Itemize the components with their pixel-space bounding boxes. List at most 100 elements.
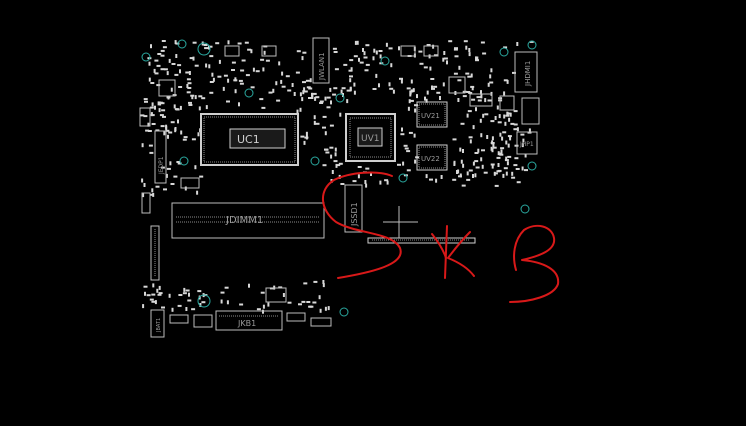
edp-connector-jedp1[interactable]: JEDP1 bbox=[154, 130, 167, 184]
cpu-uc1[interactable]: UC1 bbox=[200, 113, 299, 166]
smd-pad bbox=[468, 48, 471, 52]
dimm-slot-jdimm1[interactable]: JDIMM1 bbox=[171, 202, 325, 239]
smd-pad bbox=[157, 53, 162, 55]
smd-pad bbox=[196, 190, 199, 195]
vram-uv22[interactable]: UV22 bbox=[416, 144, 448, 171]
smd-pad bbox=[165, 129, 170, 132]
smd-pad bbox=[493, 171, 496, 176]
smd-pad bbox=[408, 131, 413, 134]
smd-pad bbox=[513, 110, 518, 113]
smd-pad bbox=[358, 57, 360, 62]
smd-pad bbox=[452, 138, 457, 141]
smd-pad bbox=[353, 90, 356, 95]
smd-pad bbox=[375, 50, 378, 55]
wlan-connector-jwlan1[interactable]: JWLAN1 bbox=[312, 37, 330, 84]
keyboard-connector-jkb1[interactable]: JKB1 bbox=[215, 310, 283, 331]
smd-pad bbox=[459, 147, 462, 152]
smd-pad bbox=[278, 286, 283, 289]
smd-pad bbox=[260, 291, 265, 294]
smd-pad bbox=[199, 303, 202, 307]
smd-pad bbox=[301, 97, 304, 102]
smd-pad bbox=[372, 56, 375, 61]
smd-pad bbox=[409, 90, 412, 95]
smd-pad bbox=[443, 57, 448, 60]
smd-pad bbox=[231, 69, 235, 71]
left-edge-connector[interactable] bbox=[141, 192, 160, 281]
smd-pad bbox=[498, 152, 503, 155]
smd-pad bbox=[365, 167, 370, 170]
smd-pad bbox=[433, 85, 438, 88]
smd-pad bbox=[346, 89, 351, 92]
smd-pad bbox=[272, 88, 275, 93]
via-marker bbox=[141, 52, 151, 62]
smd-pad bbox=[349, 75, 353, 78]
smd-pad bbox=[466, 113, 469, 118]
smd-pad bbox=[151, 293, 156, 296]
smd-pad bbox=[457, 98, 460, 102]
smd-pad bbox=[496, 170, 501, 173]
smd-pad bbox=[287, 89, 292, 92]
smd-pad bbox=[469, 139, 472, 144]
smd-pad bbox=[515, 168, 520, 170]
headphone-jack-jhp1[interactable]: JHP1 bbox=[516, 131, 538, 155]
hdmi-connector-jhdmi1[interactable]: JHDMI1 bbox=[514, 51, 540, 125]
smd-pad bbox=[521, 143, 524, 148]
smd-pad bbox=[162, 115, 166, 118]
smd-pad bbox=[529, 40, 534, 43]
smd-pad bbox=[301, 300, 306, 303]
vram-uv21[interactable]: UV21 bbox=[416, 101, 448, 128]
smd-pad bbox=[489, 74, 492, 79]
smd-pad bbox=[168, 58, 171, 63]
smd-pad bbox=[461, 184, 466, 187]
smd-pad bbox=[142, 304, 145, 309]
smd-pad bbox=[197, 132, 200, 137]
smd-pad bbox=[329, 87, 332, 92]
smd-pad bbox=[162, 46, 167, 49]
smd-pad bbox=[363, 51, 366, 56]
smd-pad bbox=[188, 71, 191, 75]
smd-pad bbox=[302, 51, 307, 54]
smd-pad bbox=[426, 90, 429, 95]
smd-pad bbox=[186, 91, 191, 94]
smd-pad bbox=[527, 131, 532, 134]
smd-pad bbox=[477, 148, 480, 153]
ssd-connector-jssd1[interactable]: JSSD1 bbox=[344, 184, 476, 244]
gpu-uv1[interactable]: UV1 bbox=[345, 113, 396, 162]
smd-pad bbox=[497, 121, 502, 124]
smd-pad bbox=[305, 135, 308, 140]
smd-pad bbox=[226, 100, 230, 103]
via-marker bbox=[339, 307, 349, 317]
smd-pad bbox=[409, 99, 414, 102]
smd-pad bbox=[308, 305, 313, 308]
smd-pad bbox=[319, 100, 324, 103]
smd-pad bbox=[332, 47, 337, 50]
smd-pad bbox=[389, 87, 394, 90]
smd-pad bbox=[476, 96, 481, 99]
smd-pad bbox=[324, 306, 327, 311]
battery-connector-jbat1[interactable]: JBAT1 bbox=[150, 309, 165, 338]
smd-pad bbox=[186, 84, 189, 88]
smd-pad bbox=[149, 106, 154, 109]
smd-pad bbox=[263, 50, 266, 55]
smd-pad bbox=[191, 138, 196, 141]
jedp1-label: JEDP1 bbox=[158, 156, 165, 175]
smd-pad bbox=[231, 61, 236, 64]
smd-pad bbox=[491, 136, 494, 141]
smd-pad bbox=[338, 162, 343, 165]
smd-pad bbox=[433, 54, 438, 57]
smd-pad bbox=[466, 171, 469, 176]
smd-pad bbox=[301, 56, 304, 61]
smd-pad bbox=[255, 70, 260, 73]
smd-pad bbox=[170, 87, 173, 92]
smd-pad bbox=[331, 170, 334, 174]
smd-pad bbox=[390, 63, 393, 68]
smd-pad bbox=[209, 81, 214, 83]
smd-pad bbox=[166, 167, 171, 170]
smd-pad bbox=[169, 161, 172, 166]
smd-pad bbox=[157, 101, 160, 106]
smd-pad bbox=[410, 89, 415, 92]
smd-pad bbox=[239, 303, 244, 306]
smd-pad bbox=[308, 97, 312, 99]
smd-pad bbox=[212, 77, 215, 82]
